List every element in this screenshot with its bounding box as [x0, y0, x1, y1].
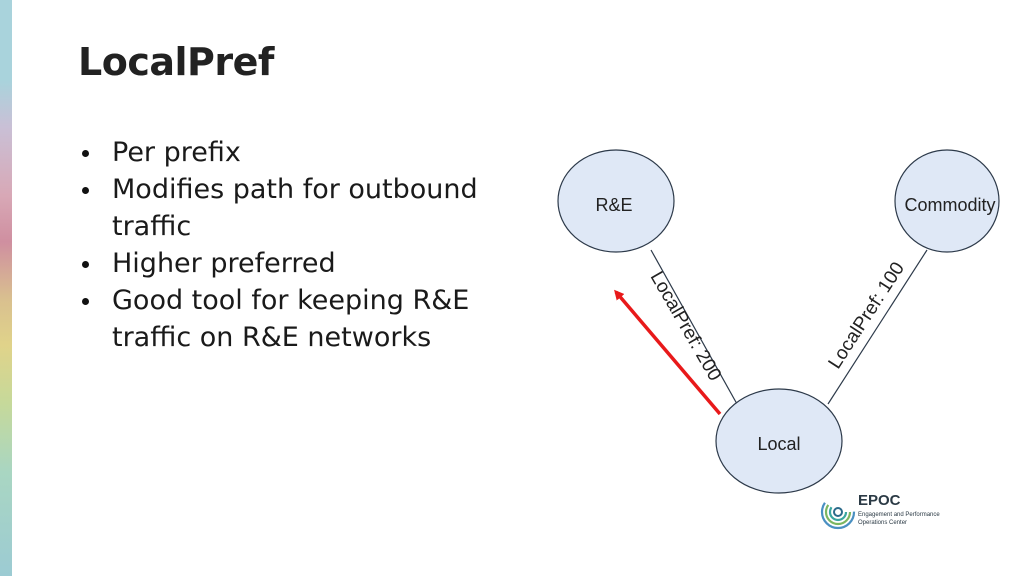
bullet-dot-icon	[82, 298, 89, 305]
node-local: Local	[715, 388, 843, 494]
bullet-dot-icon	[82, 150, 89, 157]
bullet-item: Modifies path for outbound traffic	[70, 171, 520, 245]
epoc-logo: EPOC Engagement and Performance Operatio…	[820, 490, 955, 538]
bullet-dot-icon	[82, 261, 89, 268]
edge-label-commodity: LocalPref: 100	[825, 259, 909, 373]
node-local-label: Local	[757, 434, 800, 454]
decorative-side-bar	[0, 0, 12, 576]
bullet-item: Per prefix	[70, 134, 520, 171]
node-re-circle	[557, 149, 675, 253]
node-commodity-label: Commodity	[904, 195, 995, 215]
bullet-item: Good tool for keeping R&E traffic on R&E…	[70, 282, 520, 356]
node-re: R&E	[557, 149, 675, 253]
bullet-item: Higher preferred	[70, 245, 520, 282]
node-local-circle	[715, 388, 843, 494]
epoc-logo-subtitle-line1: Engagement and Performance	[858, 512, 940, 518]
edge-local-commodity	[827, 249, 928, 405]
slide-title: LocalPref	[78, 40, 274, 84]
epoc-logo-subtitle-line2: Operations Center	[858, 520, 908, 526]
node-commodity-circle	[894, 149, 1000, 253]
epoc-logo-icon	[820, 494, 856, 530]
node-commodity: Commodity	[894, 149, 1000, 253]
node-re-label: R&E	[595, 195, 632, 215]
bullet-text: Per prefix	[112, 137, 241, 168]
edge-local-re	[650, 249, 738, 405]
bullet-text: Higher preferred	[112, 248, 336, 279]
bullet-dot-icon	[82, 187, 89, 194]
epoc-logo-subtitle: Engagement and Performance Operations Ce…	[858, 511, 958, 527]
edge-label-re: LocalPref: 200	[646, 268, 725, 385]
bullet-text: Modifies path for outbound traffic	[112, 174, 478, 242]
epoc-logo-name: EPOC	[858, 492, 901, 509]
bullet-text: Good tool for keeping R&E traffic on R&E…	[112, 285, 470, 353]
preferred-path-arrow	[614, 289, 722, 416]
bullet-list: Per prefix Modifies path for outbound tr…	[70, 134, 520, 356]
